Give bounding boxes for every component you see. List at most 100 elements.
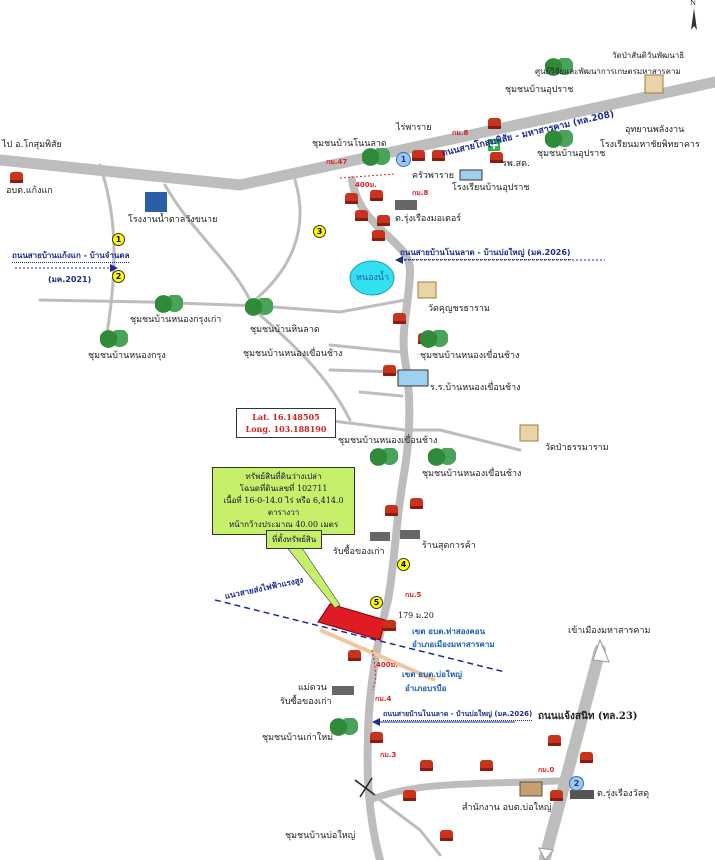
label-rpst: รพ.สต. bbox=[502, 159, 530, 169]
label-uprat-1: ชุมชนบ้านอุปราช bbox=[505, 85, 574, 95]
house-icon bbox=[377, 215, 390, 226]
compass-label: N bbox=[690, 0, 697, 7]
village-icon bbox=[245, 298, 273, 316]
km-marker: กม.0 bbox=[538, 766, 555, 774]
label-nongkhuean-school: ร.ร.บ้านหนองเขื่อนช้าง bbox=[430, 383, 521, 393]
label-house-no: 179 ม.20 bbox=[398, 611, 434, 620]
km-marker: กม.5 bbox=[405, 591, 422, 599]
watsadu-icon bbox=[570, 790, 594, 799]
village-icon bbox=[330, 718, 358, 736]
point-marker-3: 3 bbox=[313, 225, 326, 238]
village-icon bbox=[545, 130, 573, 148]
arrow-to-mahasarakham bbox=[592, 638, 610, 663]
house-icon bbox=[345, 193, 358, 204]
road-name-nonlad-bottom: ถนนสายบ้านโนนลาด - บ้านบ่อใหญ่ (มค.2026) bbox=[383, 709, 533, 721]
cross-road-1 bbox=[38, 298, 407, 314]
house-icon bbox=[490, 152, 503, 163]
house-icon bbox=[580, 752, 593, 763]
main-village-road bbox=[348, 176, 414, 860]
label-energy-park: อุทยานพลังงาน bbox=[625, 125, 685, 135]
school-icon bbox=[397, 369, 429, 387]
deed-number: โฉนดที่ดินเลขที่ 102711 bbox=[239, 484, 328, 493]
label-mahachai-school: โรงเรียนมหาชัยพิทยาคาร bbox=[600, 140, 700, 150]
house-icon bbox=[370, 732, 383, 743]
chaengsanit-road bbox=[539, 644, 606, 860]
label-sugar-factory: โรงงานน้ำตาลวังขนาย bbox=[128, 215, 218, 225]
label-rai-paray: ไร่พาราย bbox=[396, 123, 432, 133]
label-nongkhuean-4: ชุมชนบ้านหนองเขื่อนช้าง bbox=[422, 469, 522, 479]
obt-office-icon bbox=[519, 781, 543, 797]
road-name-kaengkae-1: ถนนสายบ้านแก้งแก - บ้านจำนตล bbox=[12, 249, 130, 263]
label-zone-thasongkhon-1: เขต อบต.ท่าสองคอน bbox=[412, 626, 486, 636]
factory-icon bbox=[145, 192, 167, 212]
label-school-uprat: โรงเรียนบ้านอุปราช bbox=[452, 183, 530, 193]
property-info-box: ทรัพย์สินที่ดินว่างเปล่า โฉนดที่ดินเลขที… bbox=[212, 467, 355, 535]
left-road-3 bbox=[253, 178, 302, 302]
house-icon bbox=[440, 830, 453, 841]
label-recycle: รับซื้อของเก่า bbox=[333, 547, 385, 557]
boyai-road bbox=[366, 776, 584, 804]
label-wat-tham: วัดป่าธรรมาราม bbox=[545, 443, 609, 453]
km-marker: กม.8 bbox=[452, 129, 469, 137]
point-marker-2: 2 bbox=[112, 270, 125, 283]
label-wat-kunchon: วัดคุญชรธาราม bbox=[428, 304, 490, 314]
arrow-south bbox=[538, 847, 554, 860]
km-marker: กม.3 bbox=[380, 751, 397, 759]
house-icon bbox=[372, 230, 385, 241]
cross-road-7 bbox=[378, 798, 442, 857]
village-icon bbox=[100, 330, 128, 348]
label-shop: ร้านสุดการค้า bbox=[422, 541, 476, 551]
location-pin-2: 2 bbox=[569, 776, 584, 791]
label-zone-boyai-1: เขต อบต.บ่อใหญ่ bbox=[402, 669, 462, 679]
house-icon bbox=[432, 150, 445, 161]
point-marker-1: 1 bbox=[112, 233, 125, 246]
house-icon bbox=[410, 498, 423, 509]
cross-road-2 bbox=[258, 313, 352, 422]
house-icon bbox=[385, 505, 398, 516]
compass-icon bbox=[691, 8, 697, 30]
left-road-2 bbox=[163, 183, 252, 302]
maeduan-icon bbox=[332, 686, 354, 695]
village-icon bbox=[545, 58, 573, 76]
label-distance-400-top: 400ม. bbox=[355, 181, 377, 189]
coordinates-box: Lat. 16.148505 Long. 103.188190 bbox=[236, 408, 336, 438]
cross-road-5 bbox=[358, 390, 404, 398]
label-to-kosum: ไป อ.โกสุมพิสัย bbox=[2, 140, 62, 150]
house-icon bbox=[383, 620, 396, 631]
km-marker: กม.4 bbox=[375, 695, 392, 703]
crossroad-icon bbox=[354, 777, 376, 798]
latitude: Lat. 16.148505 bbox=[252, 412, 320, 422]
label-to-mahasarakham: เข้าเมืองมหาสารคาม bbox=[568, 626, 651, 636]
village-icon bbox=[370, 448, 398, 466]
temple-tham-icon bbox=[519, 424, 539, 442]
house-icon bbox=[383, 365, 396, 376]
property-frontage: หน้ากว้างประมาณ 40.00 เมตร bbox=[228, 520, 339, 529]
label-rungrueang-motor: ต.รุ่งเรืองมอเตอร์ bbox=[395, 214, 462, 224]
label-obt-boyai-office: สำนักงาน อบต.บ่อใหญ่ bbox=[462, 803, 552, 813]
shop-icon bbox=[400, 530, 420, 539]
label-pond: หนองน้ำ bbox=[356, 273, 390, 283]
property-type: ทรัพย์สินที่ดินว่างเปล่า bbox=[245, 472, 322, 481]
label-nongkrung-kao: ชุมชนบ้านหนองกรุงเก่า bbox=[130, 315, 222, 325]
label-wat-santi: วัดป่าสันติวันพัฒนาธิ bbox=[612, 51, 685, 60]
label-kaomai: ชุมชนบ้านเก่าใหม่ bbox=[262, 733, 334, 743]
point-marker-5: 5 bbox=[370, 596, 383, 609]
label-maeduan-1: แม่ดวน bbox=[298, 683, 327, 693]
label-zone-boyai-2: อำเภอบรบือ bbox=[405, 683, 447, 693]
house-icon bbox=[550, 790, 563, 801]
house-icon bbox=[355, 210, 368, 221]
zone-boundary bbox=[319, 628, 436, 682]
label-distance-400-mid: 400ม. bbox=[376, 661, 398, 669]
label-nongkhuean-3: ชุมชนบ้านหนองเขื่อนช้าง bbox=[338, 436, 438, 446]
property-site-label: ที่ตั้งทรัพย์สิน bbox=[266, 530, 323, 549]
road-name-nonlad-top: ถนนสายบ้านโนนลาด - บ้านบ่อใหญ่ (มค.2026) bbox=[400, 246, 571, 260]
obt-kaengkae-icon bbox=[10, 172, 23, 183]
label-krua-paray: ครัวพาราย bbox=[412, 171, 455, 181]
house-icon bbox=[370, 190, 383, 201]
label-zone-thasongkhon-2: อำเภอเมืองมหาสารคาม bbox=[412, 639, 495, 649]
temple-kunchon-icon bbox=[417, 281, 437, 299]
house-icon bbox=[548, 735, 561, 746]
motor-shop-icon bbox=[395, 200, 417, 210]
highway-208 bbox=[0, 76, 715, 191]
distance-400-mid bbox=[371, 649, 376, 691]
